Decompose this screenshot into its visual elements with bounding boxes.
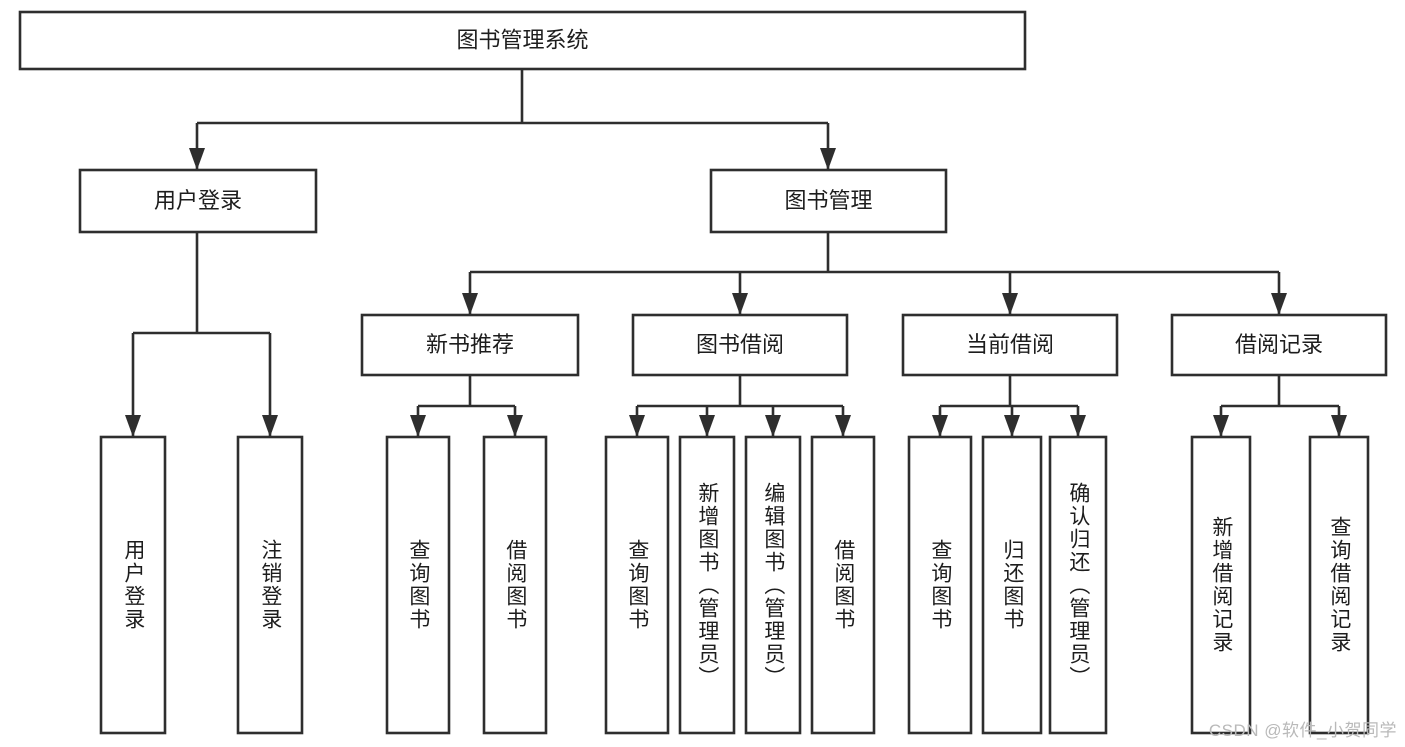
current-to-leaves-arrow-0 [932, 415, 948, 437]
l3-new-book-recommend-box[interactable] [360, 313, 580, 377]
bookmanage-to-l3-arrow-1 [732, 293, 748, 315]
l3-current-borrow-label: 当前借阅 [966, 332, 1054, 357]
l3-borrow-record-box[interactable] [1170, 313, 1388, 377]
root-node-label: 图书管理系统 [456, 27, 588, 52]
recommend-to-leaves-arrow-0 [410, 415, 426, 437]
leaf-logout-login-box[interactable] [236, 435, 304, 735]
bookmanage-to-l3-arrow-2 [1002, 293, 1018, 315]
root-node-box[interactable] [18, 10, 1027, 71]
leaf-query-book-3-box[interactable] [907, 435, 973, 735]
borrow-to-leaves-arrow-1 [699, 415, 715, 437]
leaf-add-record-box[interactable] [1190, 435, 1252, 735]
leaf-query-record-box[interactable] [1308, 435, 1370, 735]
leaf-return-book-box[interactable] [981, 435, 1043, 735]
leaf-confirm-return-box[interactable] [1048, 435, 1108, 735]
l2-user-login-label: 用户登录 [154, 188, 242, 213]
record-to-leaves-arrow-0 [1213, 415, 1229, 437]
leaf-user-login-box[interactable] [99, 435, 167, 735]
l3-book-borrow-label: 图书借阅 [696, 332, 784, 357]
leaf-borrow-book-2-box[interactable] [810, 435, 876, 735]
leaf-add-book-box[interactable] [678, 435, 736, 735]
bookmanage-to-l3-arrow-0 [462, 293, 478, 315]
leaf-edit-book-box[interactable] [744, 435, 802, 735]
userlogin-to-leaves-arrow-1 [262, 415, 278, 437]
leaf-borrow-book-1-box[interactable] [482, 435, 548, 735]
leaf-query-book-2-box[interactable] [604, 435, 670, 735]
l3-current-borrow-box[interactable] [901, 313, 1119, 377]
l2-book-manage-label: 图书管理 [784, 188, 872, 213]
connectors-layer [125, 69, 1347, 437]
l2-user-login-box[interactable] [78, 168, 318, 234]
record-to-leaves-arrow-1 [1331, 415, 1347, 437]
leaf-query-book-1-box[interactable] [385, 435, 451, 735]
borrow-to-leaves-arrow-2 [765, 415, 781, 437]
current-to-leaves-arrow-2 [1070, 415, 1086, 437]
root-to-l2-arrow-1 [820, 148, 836, 170]
borrow-to-leaves-arrow-3 [835, 415, 851, 437]
current-to-leaves-arrow-1 [1004, 415, 1020, 437]
l3-book-borrow-box[interactable] [631, 313, 849, 377]
boxes-layer [18, 10, 1388, 735]
l2-book-manage-box[interactable] [709, 168, 948, 234]
l3-new-book-recommend-label: 新书推荐 [426, 332, 514, 357]
recommend-to-leaves-arrow-1 [507, 415, 523, 437]
userlogin-to-leaves-arrow-0 [125, 415, 141, 437]
bookmanage-to-l3-arrow-3 [1271, 293, 1287, 315]
root-to-l2-arrow-0 [189, 148, 205, 170]
borrow-to-leaves-arrow-0 [629, 415, 645, 437]
watermark-text: CSDN @软件_小贺同学 [1208, 721, 1397, 740]
l3-borrow-record-label: 借阅记录 [1235, 332, 1323, 357]
